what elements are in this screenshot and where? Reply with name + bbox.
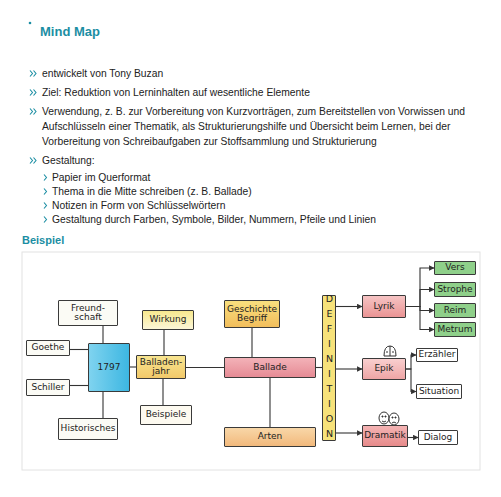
- mindmap-box: Historisches: [58, 418, 118, 440]
- box-label: Ballade: [253, 363, 286, 372]
- mindmap-box: Dialog: [418, 430, 458, 445]
- section-heading: Beispiel: [22, 233, 222, 248]
- branch-arrow: [336, 368, 362, 369]
- branch-line: [163, 330, 164, 355]
- mindmap-box: Situation: [416, 384, 462, 399]
- box-label: Goethe: [32, 343, 65, 352]
- sub-bullet-marker: [44, 175, 47, 181]
- book-symbol: [384, 346, 396, 356]
- branch-arrow: [406, 307, 434, 330]
- branch-arrow: [406, 369, 416, 392]
- box-label: Geschichte Begriff: [225, 305, 279, 324]
- box-label: Erzähler: [418, 350, 455, 359]
- box-label: Freund- schaft: [59, 304, 117, 323]
- box-label: Metrum: [437, 325, 472, 334]
- mindmap-box: Reim: [434, 303, 476, 318]
- mindmap-box: DEFINITION: [322, 295, 336, 441]
- box-label: Vers: [445, 263, 464, 272]
- theatre-masks-symbol: [379, 412, 399, 425]
- mindmap-box: Epik: [362, 358, 406, 380]
- box-label: Historisches: [61, 424, 116, 433]
- list-item: Notizen in Form von Schlüsselwörtern: [52, 198, 482, 213]
- box-label: Arten: [258, 432, 283, 441]
- mindmap-box: Beispiele: [140, 405, 192, 425]
- branch-line: [186, 367, 224, 368]
- box-label: Lyrik: [374, 302, 395, 311]
- sub-bullet-marker: [44, 217, 47, 223]
- box-label: Epik: [374, 364, 393, 373]
- branch-arrow: [408, 437, 418, 438]
- box-label: Situation: [419, 387, 459, 396]
- heading-dot: [29, 22, 32, 25]
- bullet-marker: [30, 71, 36, 77]
- bullet-marker: [30, 90, 36, 96]
- branch-line: [269, 378, 270, 427]
- list-item: Gestaltung:: [42, 153, 487, 168]
- box-label: Wirkung: [150, 315, 187, 324]
- box-label: Balladen- jahr: [137, 358, 185, 377]
- mindmap-box: 1797: [88, 343, 130, 392]
- mindmap-box: Lyrik: [362, 295, 406, 318]
- mindmap-box: Vers: [434, 261, 476, 275]
- branch-line: [162, 379, 163, 405]
- list-item: Verwendung, z. B. zur Vorbereitung von K…: [42, 104, 487, 149]
- branch-arrow: [336, 432, 362, 433]
- mindmap-box: Ballade: [224, 357, 316, 378]
- branch-line: [251, 328, 252, 357]
- picture-frame: [22, 252, 480, 470]
- mindmap-box: Geschichte Begriff: [224, 300, 280, 328]
- mindmap-box: Freund- schaft: [58, 300, 118, 326]
- mindmap-box: Schiller: [26, 379, 70, 396]
- mindmap-box: Erzähler: [416, 348, 458, 362]
- box-label: Dialog: [424, 433, 453, 442]
- box-label: Strophe: [437, 285, 472, 294]
- list-item: Gestaltung durch Farben, Symbole, Bilder…: [52, 212, 482, 227]
- box-label: Reim: [444, 306, 467, 315]
- sub-bullet-marker: [44, 189, 47, 195]
- box-label: Beispiele: [146, 410, 187, 419]
- branch-line: [102, 392, 103, 418]
- mindmap-box: Wirkung: [142, 310, 194, 330]
- bullet-marker: [30, 158, 36, 164]
- sub-bullet-marker: [44, 203, 47, 209]
- box-label: Schiller: [31, 383, 64, 392]
- list-item: entwickelt von Tony Buzan: [42, 66, 487, 81]
- connectors: [70, 268, 434, 438]
- page-heading: Mind Map: [40, 24, 100, 40]
- mindmap-box: Strophe: [434, 282, 476, 297]
- mindmap-box: Arten: [224, 427, 316, 447]
- box-label: 1797: [98, 363, 121, 372]
- box-label: Dramatik: [364, 431, 406, 440]
- mindmap-box: Balladen- jahr: [136, 355, 186, 379]
- box-label: DEFINITION: [324, 293, 334, 443]
- list-item: Thema in die Mitte schreiben (z. B. Ball…: [52, 184, 482, 199]
- mindmap-box: Dramatik: [362, 425, 408, 447]
- mindmap-box: Metrum: [434, 322, 476, 337]
- bullet-marker: [30, 109, 36, 115]
- branch-arrow: [406, 290, 434, 307]
- mindmap-box: Goethe: [26, 340, 70, 356]
- list-item: Ziel: Reduktion von Lerninhalten auf wes…: [42, 85, 487, 100]
- branch-arrow: [406, 355, 416, 369]
- branch-line: [70, 385, 88, 386]
- branch-arrow: [406, 268, 434, 307]
- branch-line: [70, 349, 88, 350]
- branch-arrow: [336, 306, 362, 307]
- branch-line: [102, 326, 103, 343]
- list-item: Papier im Querformat: [52, 170, 482, 185]
